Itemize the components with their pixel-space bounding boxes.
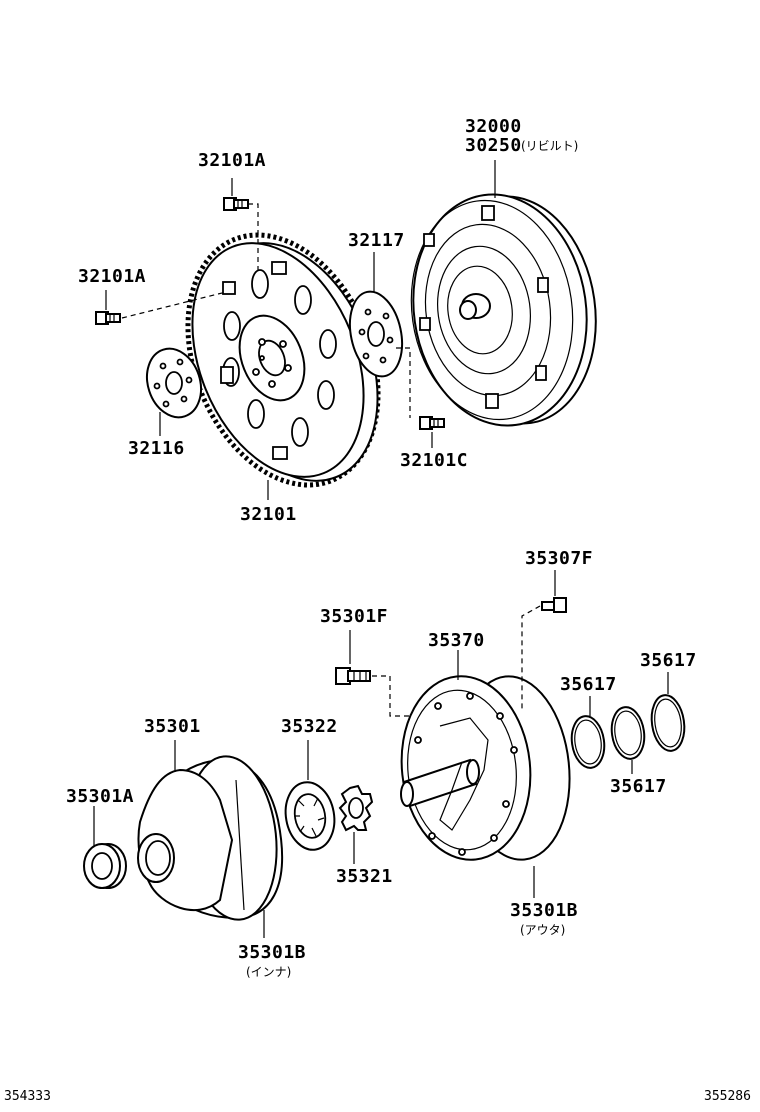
- label-35617-b: 35617: [610, 776, 667, 797]
- label-30250: 30250: [465, 135, 522, 156]
- label-30250-note: (リビルト): [521, 139, 579, 153]
- label-35307F: 35307F: [525, 548, 594, 569]
- ref-number-right: 355286: [704, 1089, 751, 1104]
- label-32101A-top: 32101A: [198, 150, 267, 171]
- label-32000: 32000: [465, 116, 522, 137]
- label-32117: 32117: [348, 230, 405, 251]
- bolt-35307F: [541, 597, 567, 613]
- driven-gear-35322: [284, 781, 336, 851]
- bolt-35301F: [335, 667, 371, 685]
- spacer-plate-32116: [146, 347, 202, 419]
- torque-converter-32000: [410, 193, 597, 427]
- label-35322: 35322: [281, 716, 338, 737]
- spacer-plate-32117: [348, 290, 404, 378]
- bolt-32101A-top: [223, 197, 249, 211]
- o-ring-35617-c: [650, 694, 686, 752]
- bolt-32101A-left: [95, 311, 121, 325]
- label-35301B-outer-note: (アウタ): [520, 923, 566, 937]
- drive-gear-35321: [338, 784, 374, 832]
- label-35301B-inner: 35301B: [238, 942, 307, 963]
- label-35301: 35301: [144, 716, 201, 737]
- oil-pump-cover-35370: [400, 675, 571, 861]
- label-32101C: 32101C: [400, 450, 469, 471]
- oil-pump-body-35301: [137, 755, 283, 921]
- bolt-32101C: [419, 416, 445, 430]
- label-35321: 35321: [336, 866, 393, 887]
- o-ring-35617-b: [610, 706, 646, 760]
- label-35370: 35370: [428, 630, 485, 651]
- label-32116: 32116: [128, 438, 185, 459]
- label-35617-c: 35617: [640, 650, 697, 671]
- label-32101A-left: 32101A: [78, 266, 147, 287]
- oil-seal-35301A: [83, 843, 127, 889]
- label-32101: 32101: [240, 504, 297, 525]
- ref-number-left: 354333: [4, 1089, 51, 1104]
- label-35301A: 35301A: [66, 786, 135, 807]
- label-35301B-inner-note: (インナ): [246, 965, 292, 979]
- o-ring-35617-a: [570, 715, 606, 769]
- flex-plate-32101: [185, 232, 381, 488]
- label-35301F: 35301F: [320, 606, 389, 627]
- label-35617-a: 35617: [560, 674, 617, 695]
- label-35301B-outer: 35301B: [510, 900, 579, 921]
